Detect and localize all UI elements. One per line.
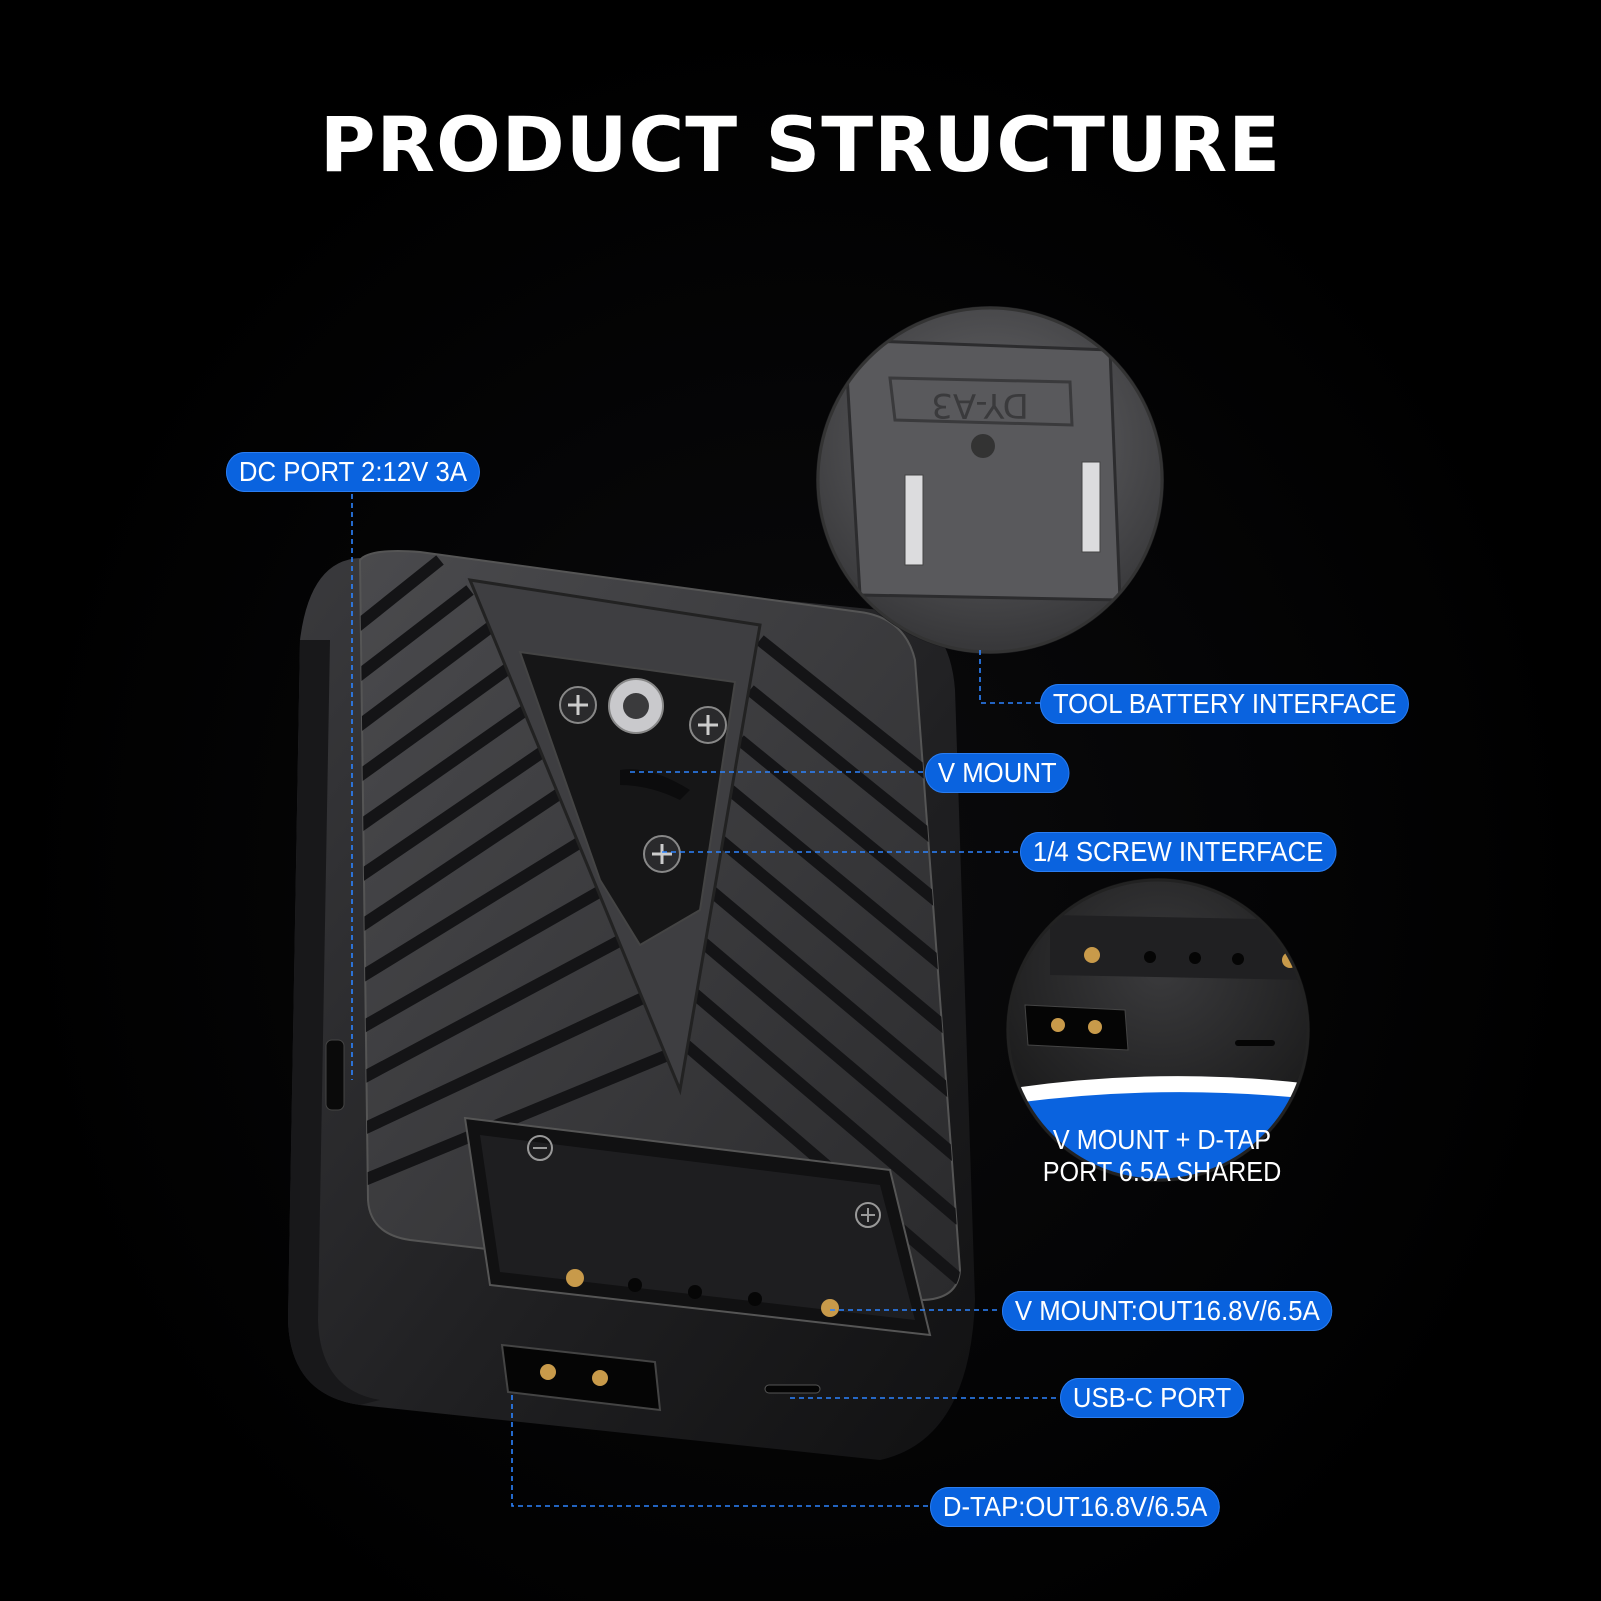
label-d-tap: D-TAP:OUT16.8V/6.5A [930,1487,1221,1527]
v-mount-connector [463,1116,932,1337]
leader-lines [351,485,1060,1507]
label-usb-c-port: USB-C PORT [1060,1378,1245,1418]
label-v-mount-out: V MOUNT:OUT16.8V/6.5A [1002,1291,1333,1331]
v-mount-plate [518,650,737,947]
label-screw-interface: 1/4 SCREW INTERFACE [1020,832,1337,872]
page-title: PRODUCT STRUCTURE [319,100,1282,189]
embossed-model: DY-A3 [931,385,1028,425]
shared-caption-line1: V MOUNT + D-TAP [1052,1124,1272,1155]
d-tap-port [500,1343,662,1412]
inset-shared-caption: V MOUNT + D-TAP PORT 6.5A SHARED [1027,1124,1297,1188]
dc-port [325,1039,345,1111]
label-tool-battery-interface: TOOL BATTERY INTERFACE [1040,684,1410,724]
inset-tool-battery: DY-A3 [816,306,1164,654]
shared-caption-line2: PORT 6.5A SHARED [1042,1156,1282,1187]
label-v-mount: V MOUNT [925,753,1070,793]
usb-c-slot [764,1384,821,1394]
label-dc-port: DC PORT 2:12V 3A [226,452,480,492]
